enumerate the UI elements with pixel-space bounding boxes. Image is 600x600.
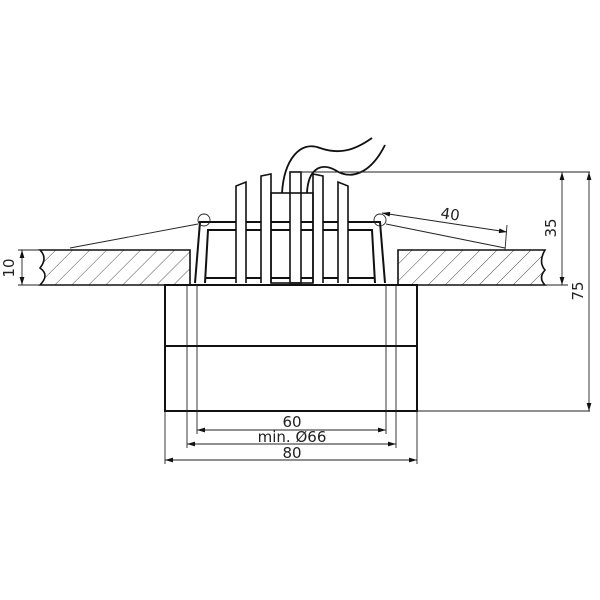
svg-text:35: 35: [542, 218, 560, 237]
dim-ceiling-thickness: 10: [0, 249, 40, 286]
dim-inner-diameter: 60: [197, 413, 386, 433]
svg-text:60: 60: [282, 413, 301, 431]
svg-text:10: 10: [0, 258, 18, 277]
dim-total-height: 75: [569, 172, 592, 411]
spring-clip-left: [69, 223, 199, 249]
svg-text:80: 80: [282, 444, 301, 462]
heatsink-fins: [235, 171, 349, 284]
lamp-body: [164, 284, 418, 412]
dim-outer-diameter: 80: [165, 444, 417, 463]
spring-clip-right: [385, 223, 506, 249]
svg-text:75: 75: [569, 281, 587, 300]
dim-cutout: min. Ø66: [187, 428, 396, 447]
cable-wires: [281, 137, 386, 194]
dim-height-above-ceiling: 35: [542, 172, 565, 285]
svg-text:min. Ø66: min. Ø66: [258, 428, 327, 446]
ceiling-left: [38, 249, 191, 286]
ceiling-right: [397, 249, 547, 286]
svg-text:40: 40: [439, 204, 460, 224]
dim-clip-length: 40: [381, 204, 508, 251]
